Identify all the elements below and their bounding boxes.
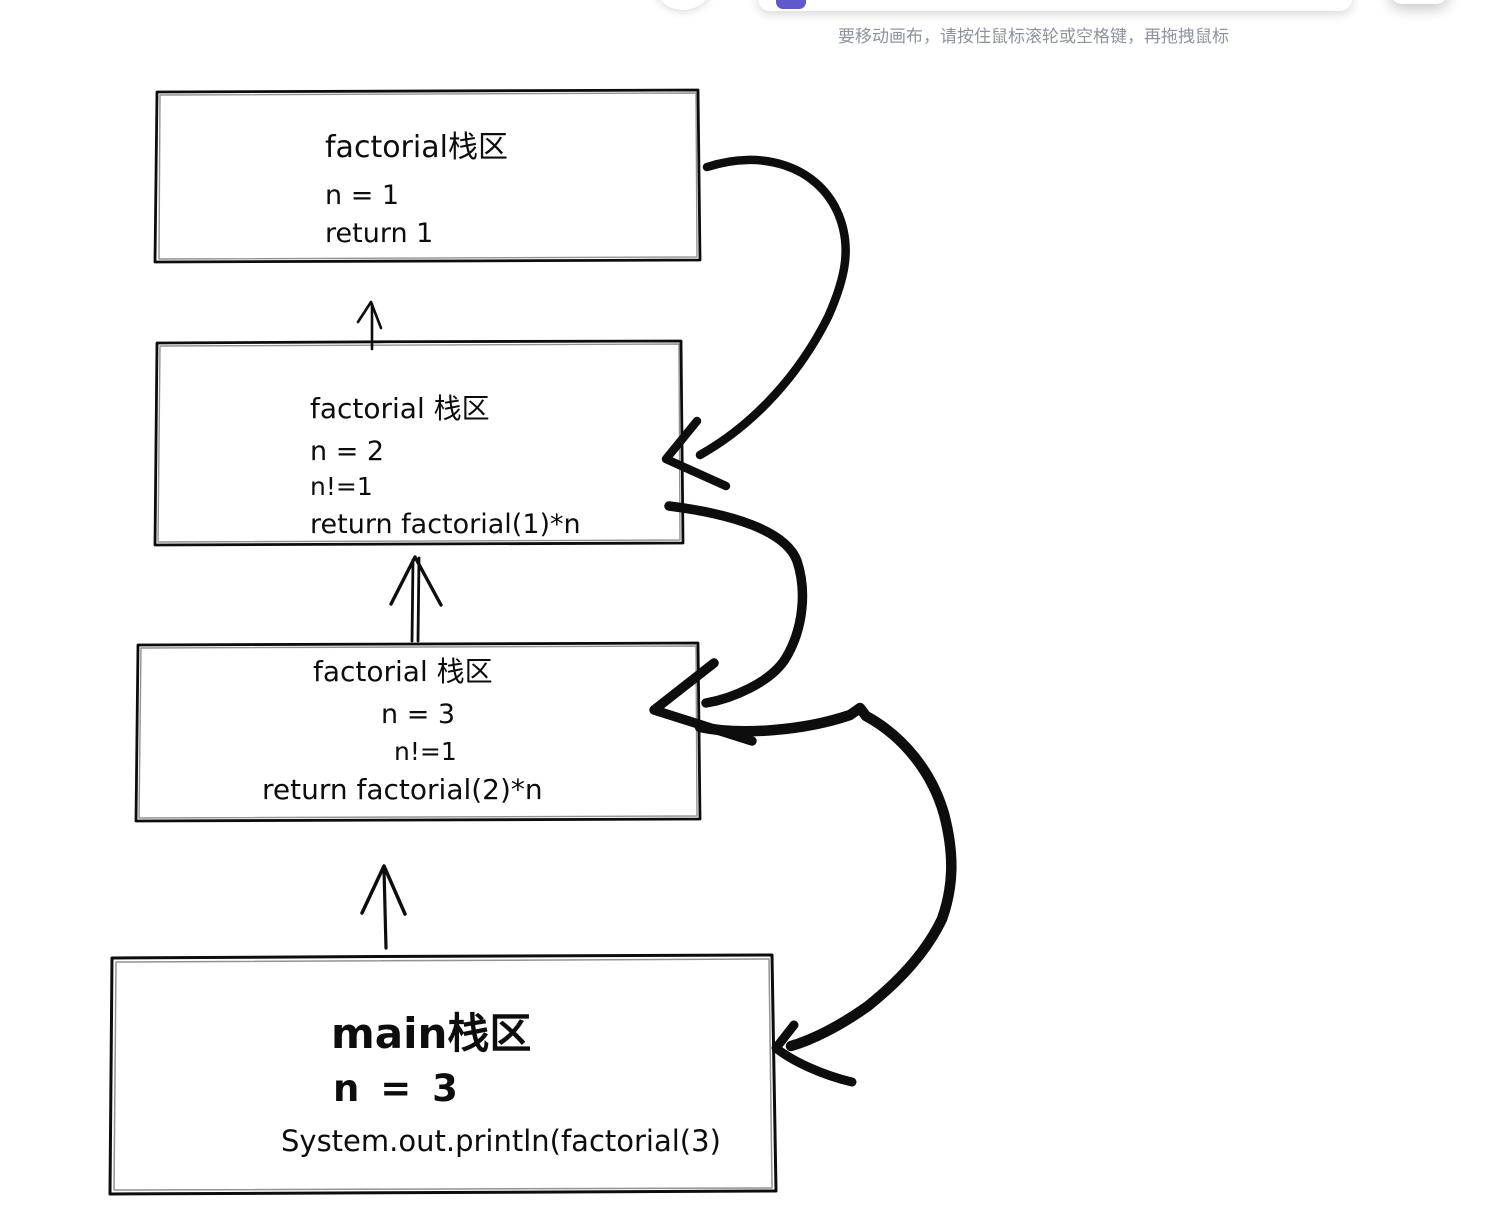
toolbar-right-button[interactable] <box>1390 0 1448 4</box>
frame-n1-title[interactable]: factorial栈区 <box>325 130 508 165</box>
frame-box-main[interactable] <box>108 953 778 1196</box>
frame-n2-line[interactable]: n = 2 <box>310 436 385 467</box>
frame-n3-line[interactable]: n!=1 <box>394 737 457 766</box>
main-toolbar <box>758 0 1352 11</box>
frame-n1-line[interactable]: return 1 <box>325 218 434 249</box>
frame-main-title[interactable]: main栈区 <box>331 1009 532 1058</box>
frame-box-n3[interactable] <box>134 641 702 823</box>
frame-n2-line[interactable]: n!=1 <box>310 472 373 501</box>
frame-main-line[interactable]: n = 3 <box>333 1067 462 1110</box>
call-arrow-n3-to-n2[interactable] <box>389 555 443 643</box>
frame-box-n2[interactable] <box>153 339 685 547</box>
frame-main-line[interactable]: System.out.println(factorial(3) <box>281 1124 721 1158</box>
active-tool-button[interactable] <box>776 0 806 9</box>
frame-n3-line[interactable]: n = 3 <box>381 699 456 730</box>
return-arrow-n2-to-n3[interactable] <box>649 501 808 746</box>
frame-n2-line[interactable]: return factorial(1)*n <box>310 509 581 540</box>
frame-n2-title[interactable]: factorial 栈区 <box>310 392 490 425</box>
pan-hint-text: 要移动画布，请按住鼠标滚轮或空格键，再拖拽鼠标 <box>838 27 1229 46</box>
return-arrow-n3-to-main[interactable] <box>694 702 957 1087</box>
return-arrow-n1-to-n2[interactable] <box>661 155 850 491</box>
zoom-tool-button[interactable] <box>652 0 714 10</box>
call-arrow-main-to-n3[interactable] <box>360 864 407 950</box>
call-arrow-n2-to-n1[interactable] <box>356 300 383 351</box>
frame-n3-line[interactable]: return factorial(2)*n <box>262 773 543 806</box>
frame-box-n1[interactable] <box>153 88 702 264</box>
frame-n3-title[interactable]: factorial 栈区 <box>313 655 493 688</box>
frame-n1-line[interactable]: n = 1 <box>325 180 400 211</box>
